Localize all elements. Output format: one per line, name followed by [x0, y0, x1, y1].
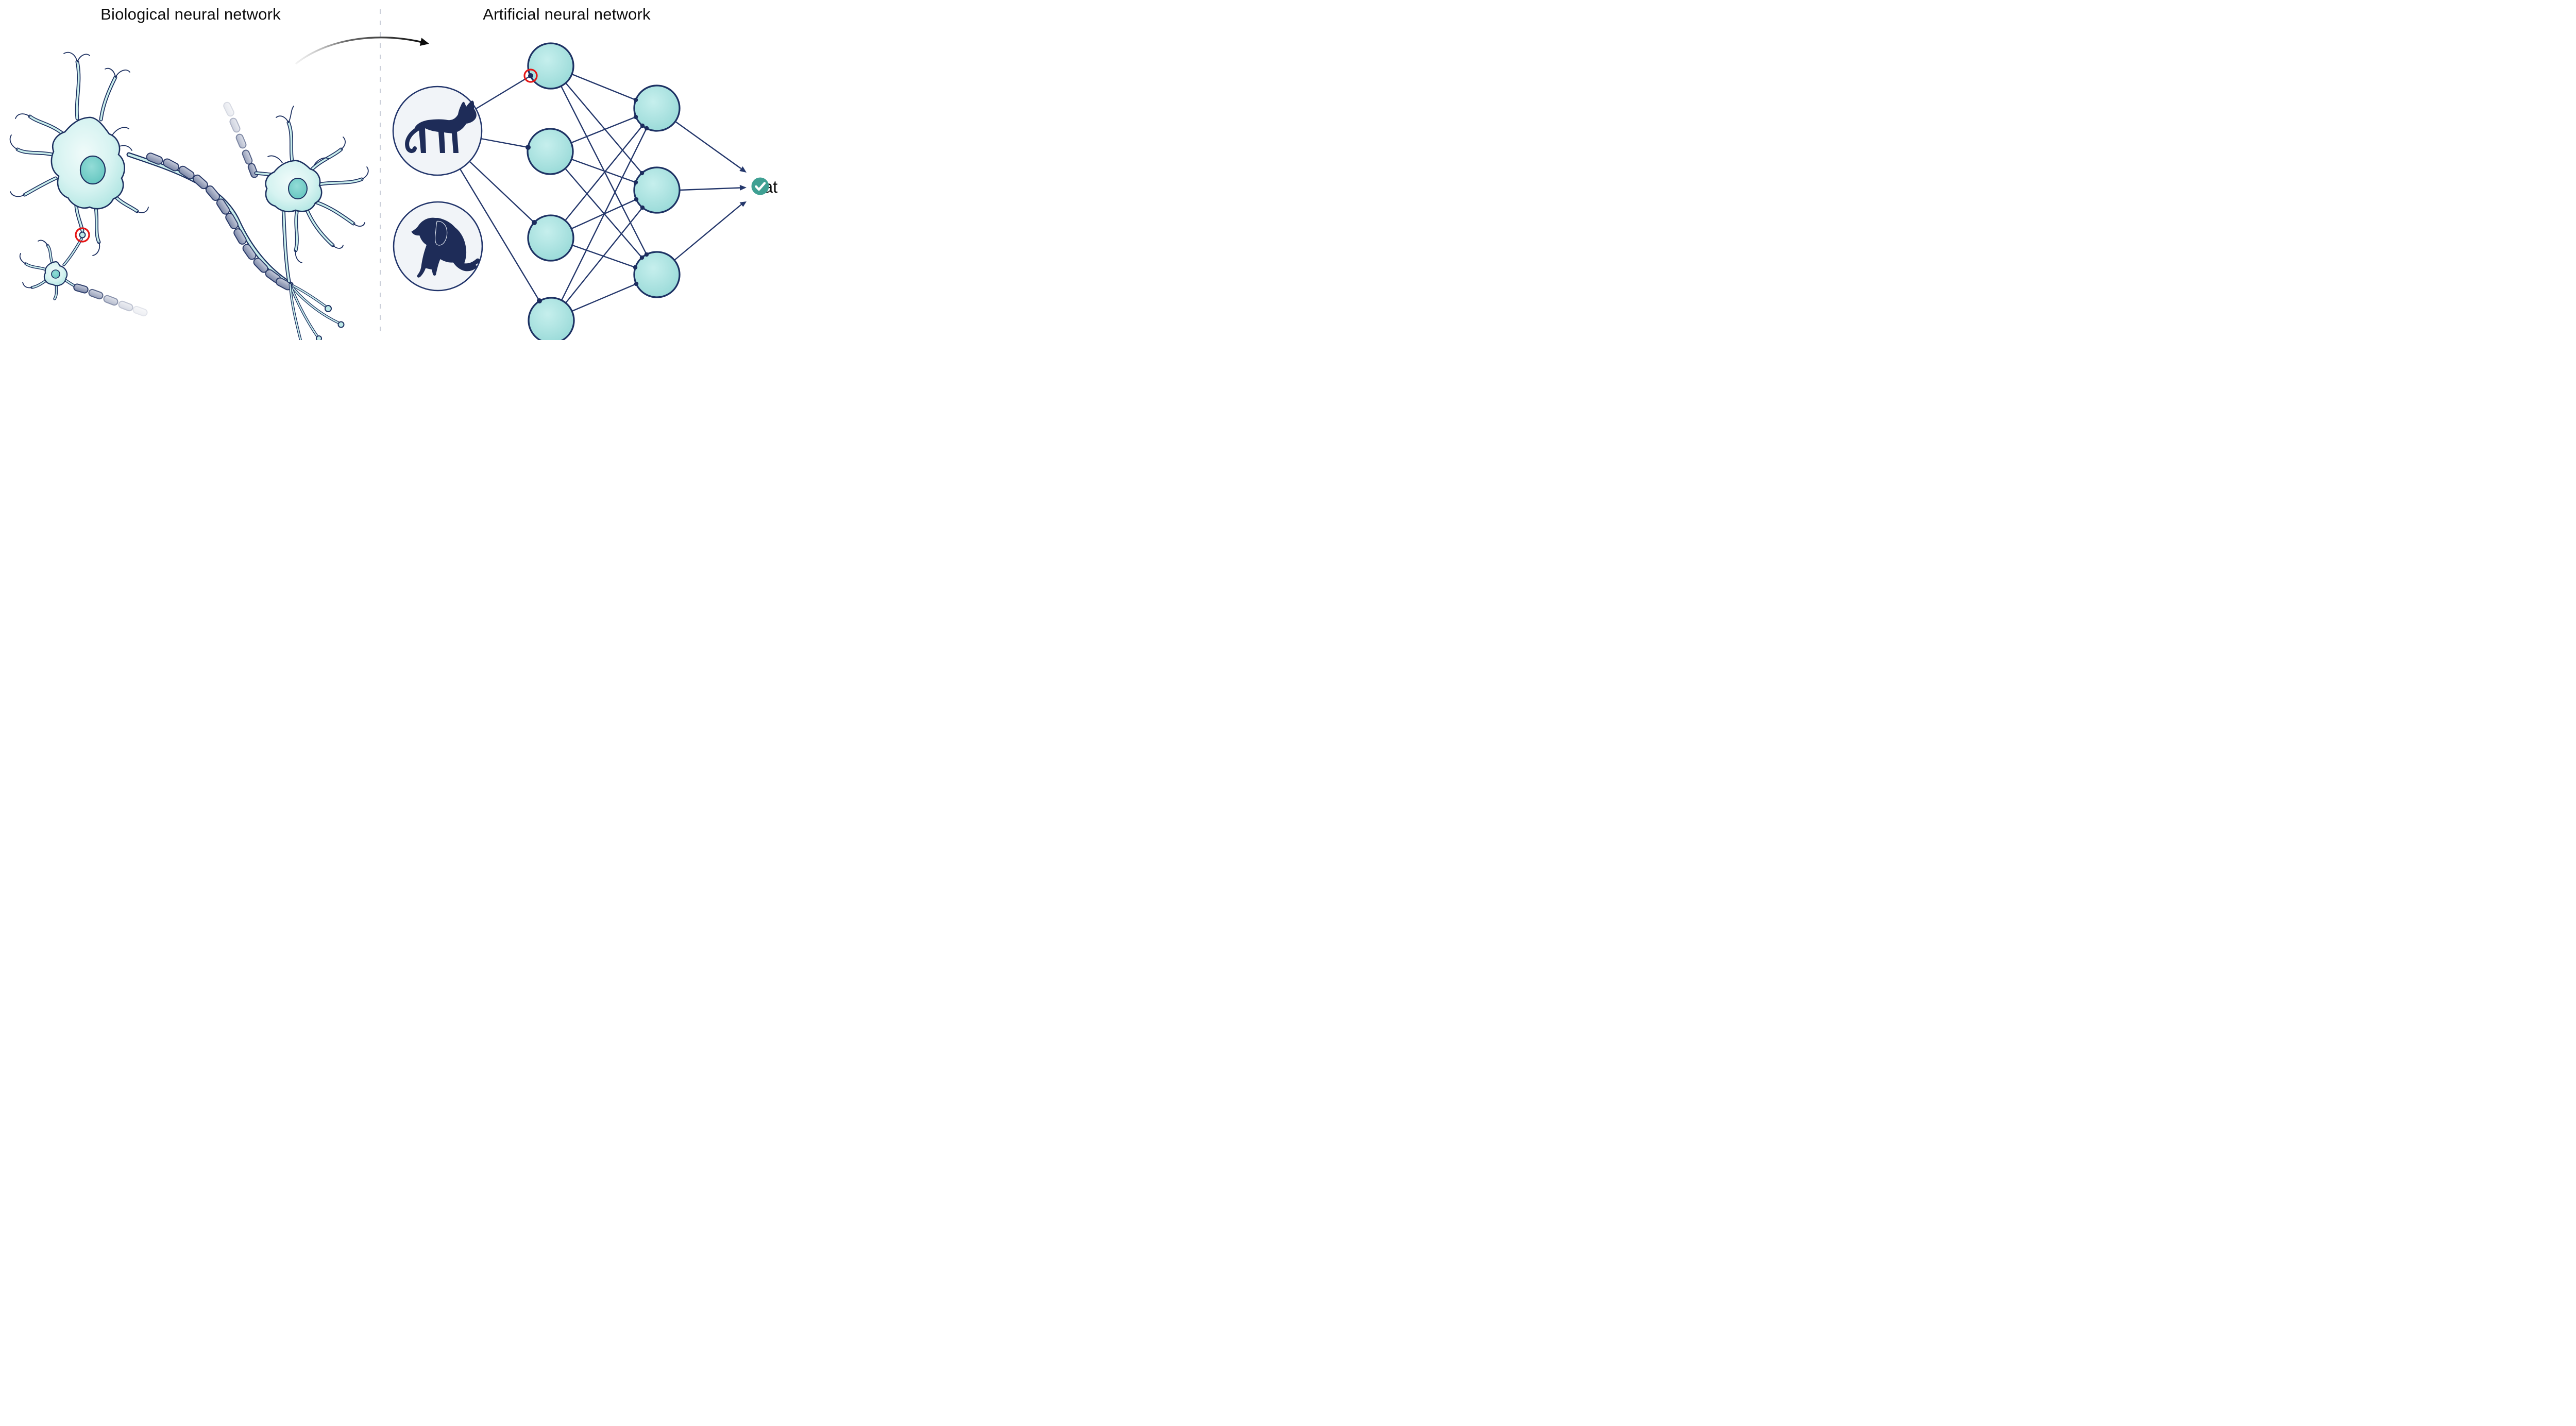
hidden-layer-1 [526, 42, 575, 340]
synaptic-bouton [325, 305, 332, 312]
cat-silhouette-icon [405, 100, 477, 153]
red-circle-annotation-artificial [523, 69, 538, 83]
input-dog-circle [393, 201, 483, 292]
right-panel-title: Artificial neural network [483, 5, 651, 23]
myelin-sheath [146, 152, 293, 291]
hidden-connections [560, 73, 648, 312]
axon-terminals [289, 283, 345, 340]
synaptic-bouton [337, 321, 345, 328]
check-circle-icon [751, 177, 769, 195]
input-connections [459, 75, 540, 301]
layer1-node-2 [527, 128, 574, 175]
synapse-bulb [79, 231, 86, 239]
neuron-large [9, 52, 345, 340]
nucleus [288, 178, 308, 199]
red-circle-annotation-biological [75, 227, 90, 243]
layer2-node-3 [633, 251, 681, 298]
layer1-node-4 [528, 297, 575, 340]
layer2-node-2 [633, 166, 681, 214]
myelin-sheath-fading-input [223, 101, 259, 178]
output-label: Cat [751, 177, 777, 197]
neuron-small [19, 231, 148, 317]
nucleus [79, 155, 106, 185]
input-cat-circle [392, 86, 483, 176]
hidden-layer-2 [633, 84, 681, 298]
layer2-node-1 [633, 84, 681, 132]
output-arrows [674, 121, 747, 261]
layer1-node-1 [527, 42, 574, 90]
biological-panel [9, 52, 369, 340]
left-panel-title: Biological neural network [100, 5, 281, 23]
nucleus [51, 269, 60, 279]
diagram-canvas [9, 9, 747, 340]
neuron-center [223, 101, 369, 283]
myelin-sheath-fading [73, 283, 148, 317]
dog-silhouette-icon [411, 217, 480, 278]
comparison-diagram: Biological neural network Artificial neu… [0, 0, 808, 340]
artificial-panel [295, 37, 747, 340]
synaptic-bouton [316, 335, 322, 340]
curved-arrow-icon [295, 37, 429, 64]
layer1-node-3 [527, 214, 574, 262]
